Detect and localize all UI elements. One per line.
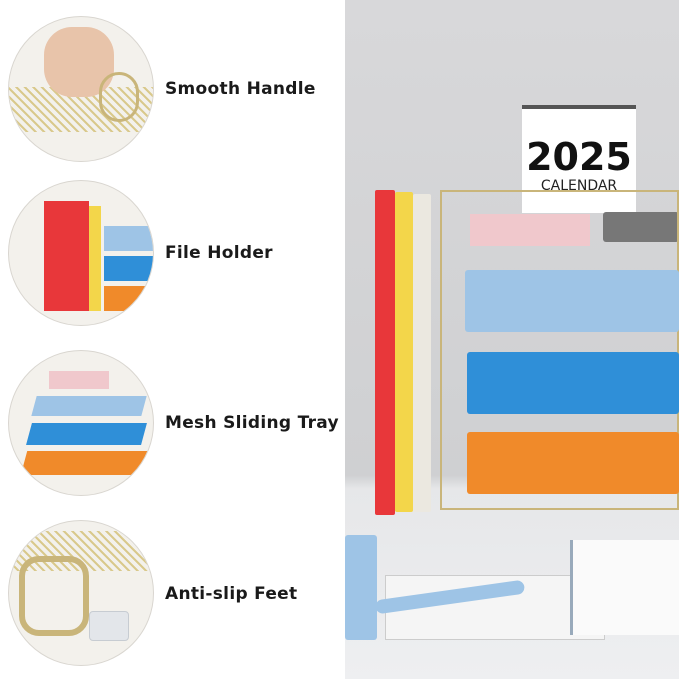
- desk-calendar: 2025 CALENDAR: [522, 105, 636, 213]
- feature-panel: Smooth Handle File Holder Mesh Sliding T…: [8, 16, 339, 666]
- feature-label-handle: Smooth Handle: [165, 79, 316, 99]
- organizer-frame: [440, 190, 679, 510]
- blue-binder: [467, 352, 679, 414]
- feet-icon: [8, 520, 154, 666]
- file-holder-icon: [8, 180, 154, 326]
- feature-label-file-holder: File Holder: [165, 243, 273, 263]
- tray-icon: [8, 350, 154, 496]
- red-file: [375, 190, 395, 515]
- product-photo: 2025 CALENDAR: [345, 0, 679, 679]
- yellow-file: [395, 192, 413, 512]
- calculator: [603, 212, 679, 242]
- calendar-year: 2025: [526, 135, 632, 179]
- feature-label-tray: Mesh Sliding Tray: [165, 413, 339, 433]
- white-file: [413, 194, 431, 512]
- light-blue-binder: [465, 270, 679, 332]
- feature-label-feet: Anti-slip Feet: [165, 584, 298, 604]
- pink-notebook: [470, 214, 590, 246]
- blue-folder: [345, 535, 377, 640]
- open-notebook: [570, 540, 679, 635]
- orange-binder: [467, 432, 679, 494]
- handle-icon: [8, 16, 154, 162]
